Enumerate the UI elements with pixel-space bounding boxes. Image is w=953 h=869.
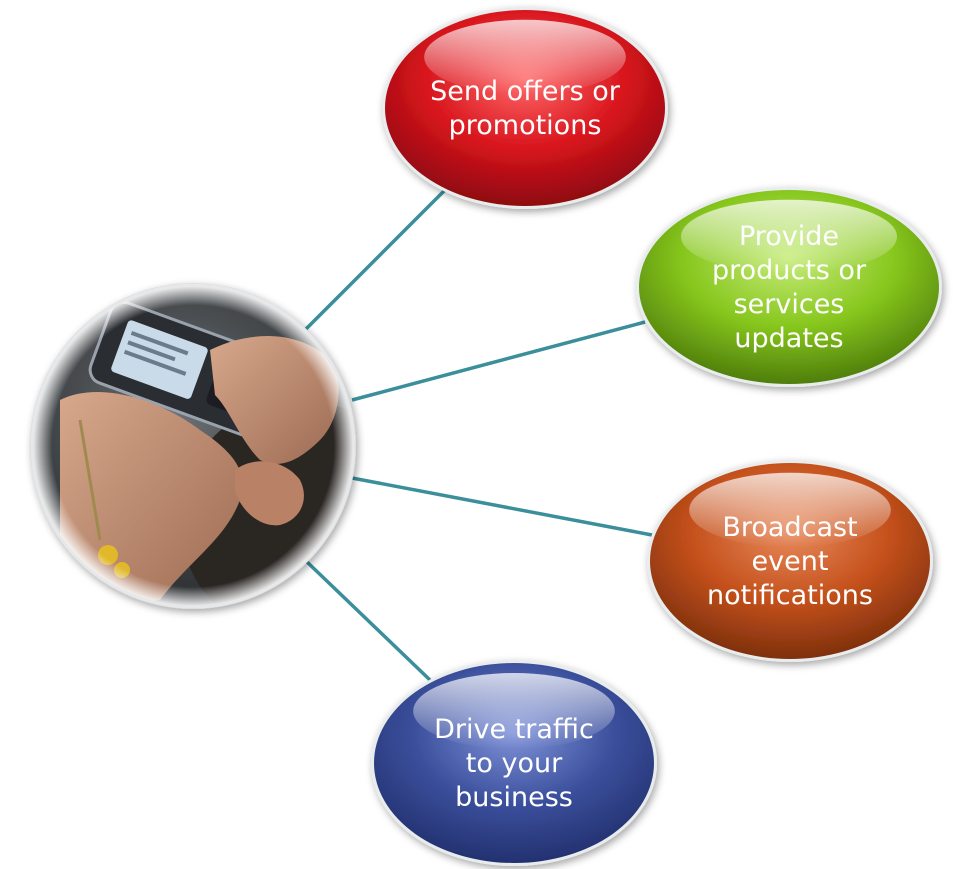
- node-label-line: services: [734, 289, 845, 320]
- node-label-line: notifications: [707, 580, 873, 611]
- node-label-line: Provide: [739, 221, 839, 252]
- node-gloss: [424, 19, 626, 95]
- center-photo: [30, 283, 356, 609]
- node-label-line: business: [455, 782, 573, 813]
- node-label-line: Send offers or: [430, 76, 621, 107]
- node-label-line: products or: [712, 255, 867, 286]
- node-label-line: event: [752, 546, 829, 577]
- nodes: Send offers orpromotionsProvideproducts …: [371, 7, 942, 866]
- connectors: [303, 188, 653, 682]
- node-label-line: promotions: [449, 110, 602, 141]
- node-label-line: Broadcast: [722, 512, 857, 543]
- connector-updates: [351, 320, 646, 402]
- connector-traffic: [303, 558, 432, 682]
- connector-offers: [303, 188, 447, 332]
- node-label-line: to your: [466, 748, 563, 779]
- node-gloss: [413, 673, 615, 749]
- connector-events: [351, 476, 653, 537]
- node-gloss: [689, 472, 891, 548]
- node-gloss: [681, 199, 897, 274]
- node-label-line: updates: [734, 323, 843, 354]
- node-label-line: Drive traffic: [434, 714, 594, 745]
